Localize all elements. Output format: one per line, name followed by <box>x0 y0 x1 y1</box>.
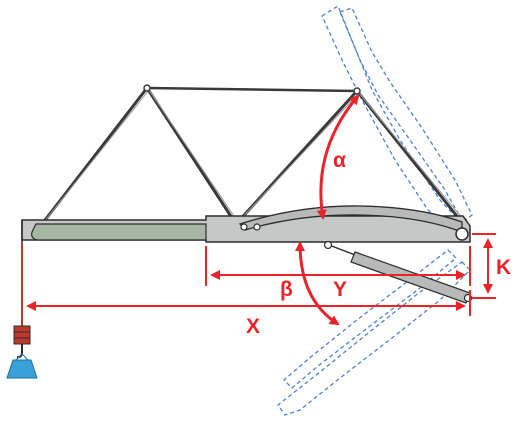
hanging-load-icon <box>6 353 38 379</box>
lattice-truss <box>40 84 463 226</box>
beta-arc <box>295 241 340 326</box>
beta-label: β <box>280 278 293 301</box>
boom-tip <box>21 220 207 244</box>
alpha-label: α <box>333 149 346 172</box>
crane-hook-icon <box>13 325 31 359</box>
k-dimension <box>472 233 496 299</box>
k-label: K <box>496 256 511 279</box>
alpha-arc <box>316 94 360 220</box>
x-label: X <box>246 315 260 338</box>
x-dimension <box>26 290 471 316</box>
y-label: Y <box>333 278 347 301</box>
y-dimension <box>205 246 471 286</box>
